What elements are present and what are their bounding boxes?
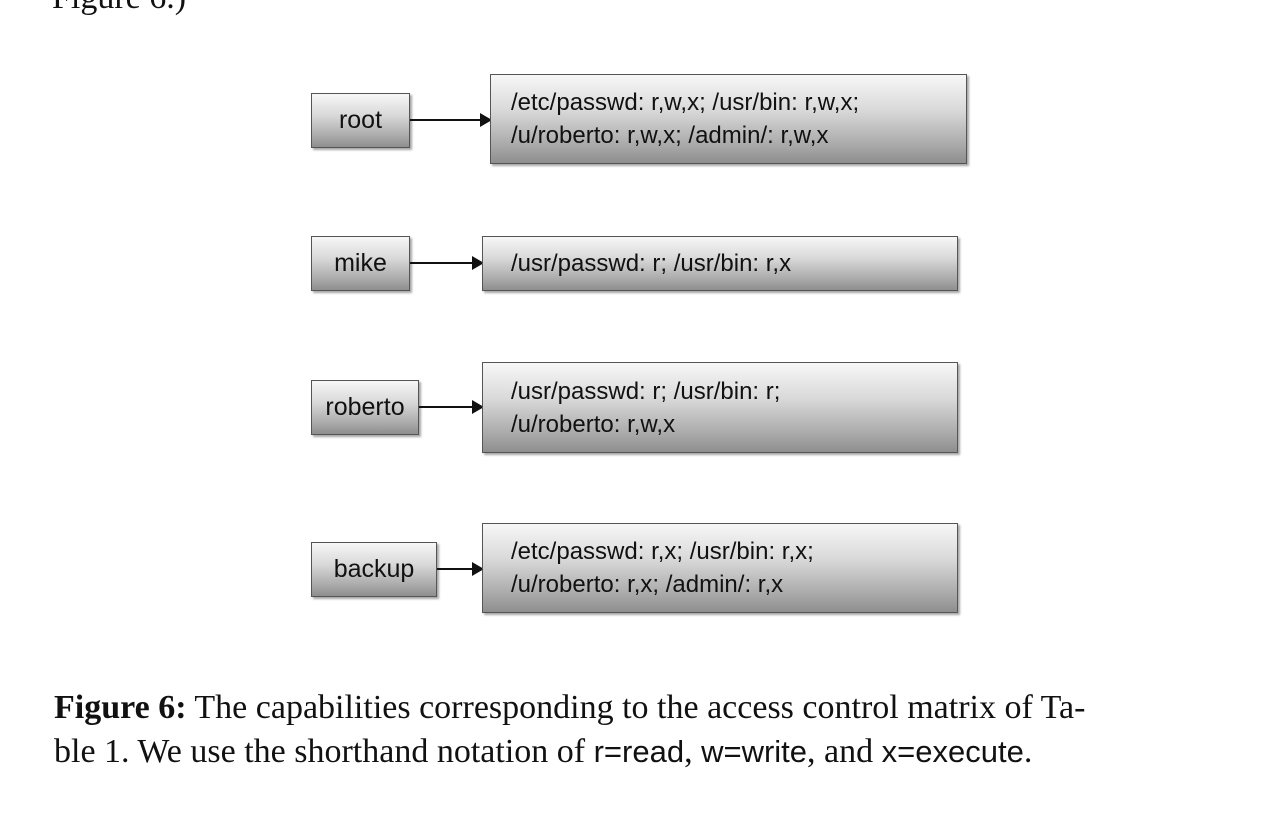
notation-write: w=write: [701, 734, 808, 769]
user-label: backup: [333, 555, 415, 583]
caption-text: The capabilities corresponding to the ac…: [186, 689, 1086, 726]
capability-line: /etc/passwd: r,w,x; /usr/bin: r,w,x;: [511, 89, 860, 116]
arrow-roberto: [419, 400, 484, 414]
caption-end: .: [1023, 733, 1033, 770]
figure-caption: Figure 6: The capabilities corresponding…: [54, 686, 1224, 774]
user-box-mike: mike: [311, 236, 410, 291]
caption-label: Figure 6:: [54, 689, 187, 726]
caption-separator: ,: [684, 733, 702, 770]
arrow-mike: [410, 256, 484, 270]
capability-line: /u/roberto: r,w,x: [511, 410, 676, 438]
user-label: root: [338, 106, 383, 134]
user-box-root: root: [311, 93, 410, 148]
capability-diagram: root /etc/passwd: r,w,x; /usr/bin: r,w,x…: [311, 74, 967, 613]
arrow-backup: [437, 562, 484, 576]
capability-list-root: /etc/passwd: r,w,x; /usr/bin: r,w,x; /u/…: [490, 74, 967, 164]
caption-text: ble 1. We use the shorthand notation of: [54, 733, 594, 770]
notation-execute: x=execute: [881, 734, 1024, 769]
capability-line: /usr/passwd: r; /usr/bin: r,x: [511, 250, 792, 277]
capability-list-mike: /usr/passwd: r; /usr/bin: r,x: [482, 236, 958, 291]
user-label: roberto: [325, 393, 405, 421]
capability-list-backup: /etc/passwd: r,x; /usr/bin: r,x; /u/robe…: [482, 523, 958, 613]
capability-line: /etc/passwd: r,x; /usr/bin: r,x;: [511, 538, 814, 565]
user-box-roberto: roberto: [311, 380, 419, 435]
capability-line: /usr/passwd: r; /usr/bin: r;: [511, 377, 781, 405]
capability-list-roberto: /usr/passwd: r; /usr/bin: r; /u/roberto:…: [482, 362, 958, 453]
notation-read: r=read: [593, 734, 685, 769]
user-box-backup: backup: [311, 542, 437, 597]
caption-separator: , and: [807, 733, 882, 770]
capability-line: /u/roberto: r,w,x; /admin/: r,w,x: [511, 122, 829, 149]
previous-text-fragment: Figure 6.): [52, 0, 186, 16]
user-label: mike: [334, 249, 387, 277]
arrow-root: [410, 113, 492, 127]
capability-line: /u/roberto: r,x; /admin/: r,x: [511, 571, 784, 598]
